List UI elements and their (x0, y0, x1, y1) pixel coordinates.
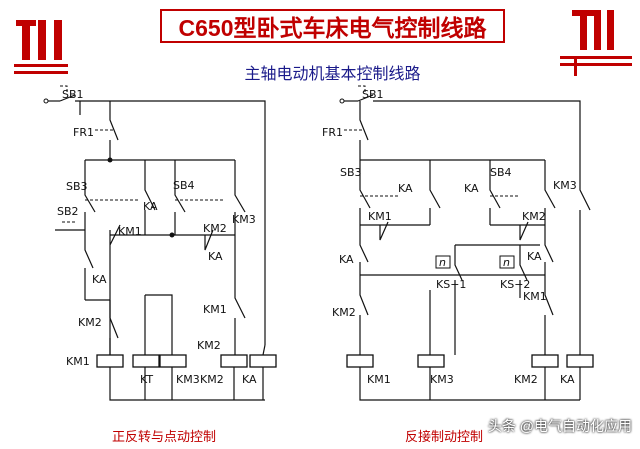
watermark: 头条 @电气自动化应用 (487, 418, 632, 434)
left-sb2-label: SB2 (57, 205, 79, 218)
left-circuit (43, 85, 277, 401)
page-subtitle: 主轴电动机基本控制线路 (244, 64, 421, 83)
left-coil-km3-label: KM3 (176, 373, 200, 386)
right-coil-km2-label: KM2 (514, 373, 538, 386)
right-km1-a-label: KM1 (368, 210, 392, 223)
left-sb4-label: SB4 (173, 179, 195, 192)
right-ka-c-label: KA (339, 253, 354, 266)
left-km1-b-label: KM1 (203, 303, 227, 316)
right-km3-a-label: KM3 (553, 179, 577, 192)
right-coil-km1-label: KM1 (367, 373, 391, 386)
logo-left (14, 20, 68, 74)
right-coil-ka-label: KA (560, 373, 575, 386)
right-ka-b-label: KA (464, 182, 479, 195)
right-n2-label: n (503, 256, 510, 269)
left-coil-km2-label: KM2 (200, 373, 224, 386)
right-ks1-label: KS−1 (436, 278, 466, 291)
left-sb1-label: SB1 (62, 88, 84, 101)
title-box: C650型卧式车床电气控制线路 (160, 9, 505, 43)
left-ka-b-label: KA (208, 250, 223, 263)
left-coil-km1-label: KM1 (66, 355, 90, 368)
left-coil-ka-label: KA (242, 373, 257, 386)
right-km2-a-label: KM2 (522, 210, 546, 223)
left-km2-a-label: KM2 (203, 222, 227, 235)
left-caption: 正反转与点动控制 (112, 430, 217, 445)
right-sb3-label: SB3 (340, 166, 362, 179)
right-ks2-label: KS−2 (500, 278, 530, 291)
page-title: C650型卧式车床电气控制线路 (178, 15, 487, 41)
left-sb3-label: SB3 (66, 180, 88, 193)
right-circuit (339, 85, 594, 401)
right-n1-label: n (439, 256, 446, 269)
right-fr1-label: FR1 (322, 126, 343, 139)
right-sb1-label: SB1 (362, 88, 384, 101)
left-ka-a-label: KA (143, 200, 158, 213)
right-km1-b-label: KM1 (523, 290, 547, 303)
left-fr1-label: FR1 (73, 126, 94, 139)
left-km1-a-label: KM1 (118, 225, 142, 238)
right-caption: 反接制动控制 (405, 430, 484, 445)
left-km2-c-label: KM2 (197, 339, 221, 352)
left-ka-c-label: KA (92, 273, 107, 286)
right-ka-a-label: KA (398, 182, 413, 195)
right-km2-b-label: KM2 (332, 306, 356, 319)
right-coil-km3-label: KM3 (430, 373, 454, 386)
left-coil-kt-label: KT (140, 373, 153, 386)
logo-right (560, 10, 632, 76)
left-km3-a-label: KM3 (232, 213, 256, 226)
left-km2-b-label: KM2 (78, 316, 102, 329)
right-ka-d-label: KA (527, 250, 542, 263)
right-sb4-label: SB4 (490, 166, 512, 179)
